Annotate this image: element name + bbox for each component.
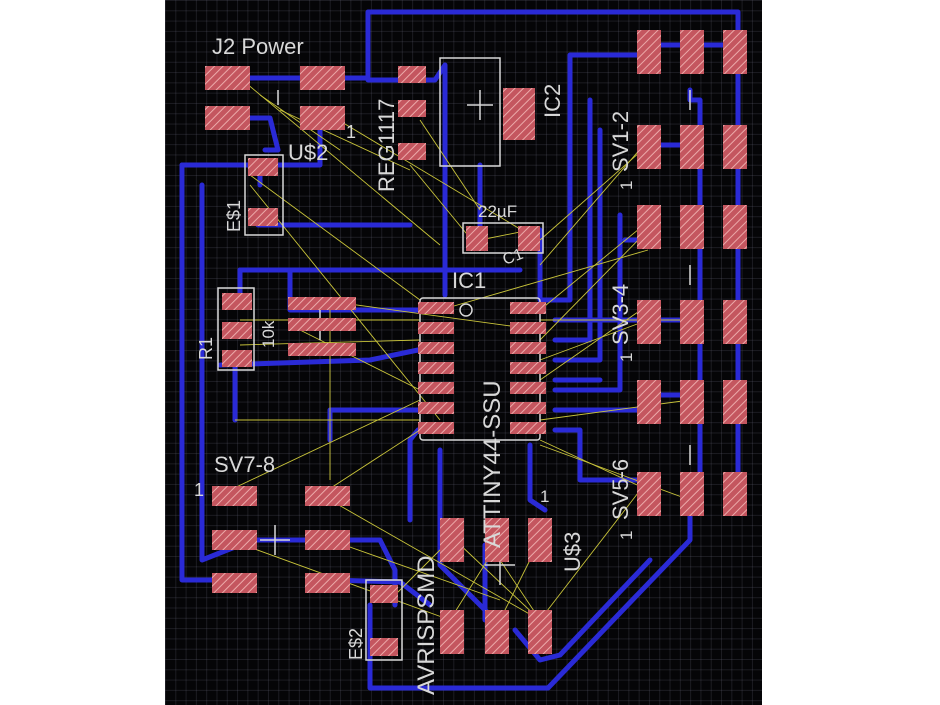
label-us3: U$3 [560, 532, 585, 572]
label-pin1-us2: 1 [346, 122, 356, 142]
silkscreen-outlines [217, 57, 691, 661]
label-ic1: IC1 [452, 268, 486, 293]
label-reg1117: REG1117 [374, 99, 399, 192]
label-pin1-sv12: 1 [617, 181, 636, 190]
label-pin1-sv56: 1 [617, 531, 636, 540]
label-sv7-8: SV7-8 [214, 452, 275, 477]
label-pin1-us3: 1 [540, 487, 549, 506]
label-avrispsmd: AVRISPSMD [413, 555, 440, 695]
label-attiny: ATTINY44-SSU [479, 380, 506, 548]
label-r-value: 10k [259, 320, 278, 348]
label-cap-value: 22µF [478, 202, 517, 221]
pads-sv-headers[interactable] [637, 30, 747, 516]
label-sv1-2: SV1-2 [608, 111, 633, 172]
pads-avrisp[interactable] [440, 518, 552, 654]
label-c1: C1 [501, 246, 526, 269]
pads-r1[interactable] [222, 293, 252, 367]
pads-ic2-regulator[interactable] [398, 66, 535, 160]
label-sv3-4: SV3-4 [608, 284, 633, 345]
silkscreen-labels: J2 Power U$2 1 REG1117 IC2 E$1 22µF C1 I… [194, 34, 636, 695]
pads-button[interactable] [288, 297, 356, 356]
pads-sv7-8[interactable] [212, 486, 350, 593]
pads-j2-power[interactable] [205, 66, 345, 130]
pads-attiny-left[interactable] [418, 302, 454, 434]
label-us2: U$2 [288, 140, 328, 165]
label-ic2: IC2 [540, 84, 565, 118]
label-pin1-sv78: 1 [194, 480, 204, 500]
label-sv5-6: SV5-6 [608, 459, 633, 520]
pads-es1[interactable] [248, 158, 278, 226]
label-pin1-sv34: 1 [617, 353, 636, 362]
label-r1: R1 [196, 337, 216, 360]
pads-es2[interactable] [370, 585, 398, 656]
label-es1: E$1 [224, 200, 244, 232]
label-es2: E$2 [346, 628, 366, 660]
pads-c1[interactable] [466, 226, 540, 251]
traces [179, 9, 741, 691]
label-j2-power: J2 Power [212, 34, 304, 59]
pads-attiny-right[interactable] [510, 302, 546, 434]
